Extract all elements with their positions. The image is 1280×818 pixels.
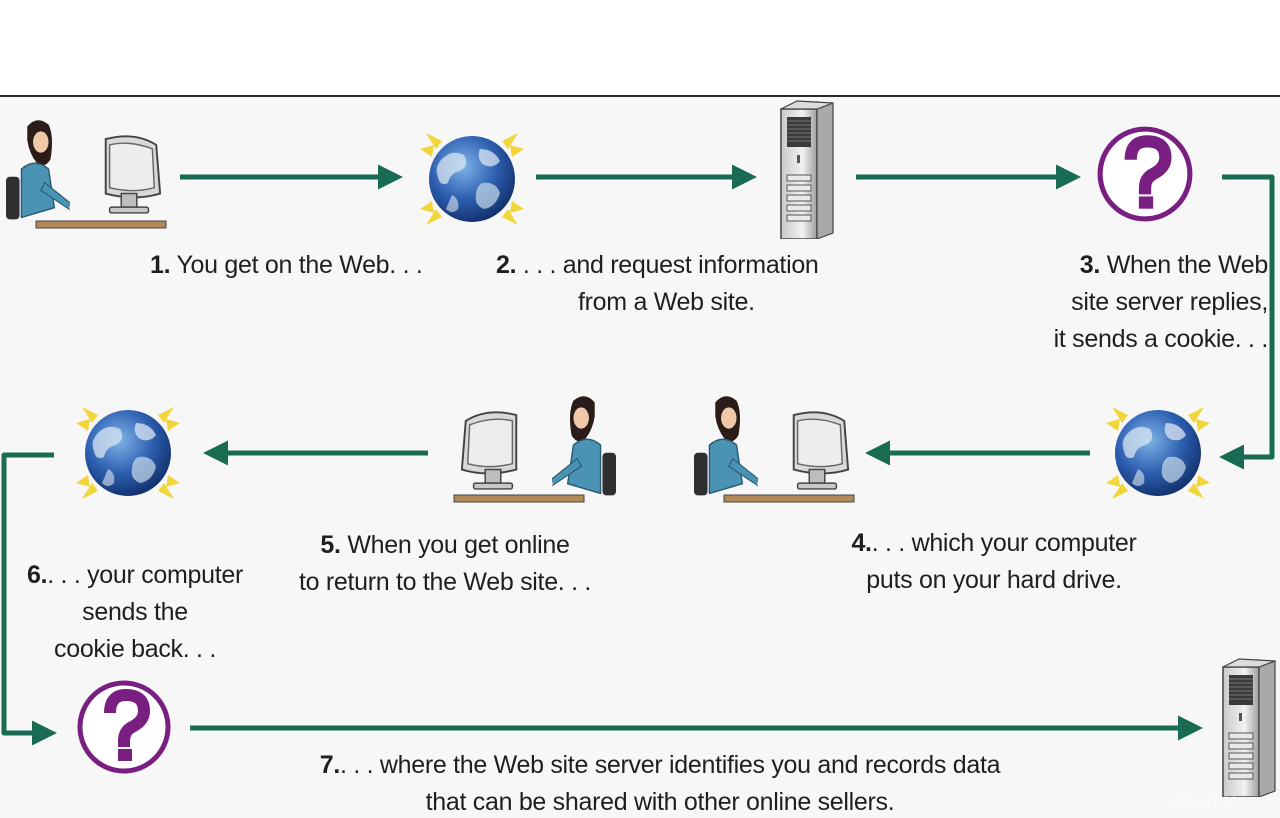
step-4-text-line-1: . . . which your computer: [871, 529, 1137, 557]
step-2-number: 2.: [496, 251, 517, 279]
step-6-text-line-2: sends the: [82, 598, 188, 626]
step-6-number: 6.: [26, 561, 48, 589]
step-7-number: 7.: [319, 751, 341, 779]
step-7-text-line-1: . . . where the Web site server identifi…: [340, 751, 1001, 779]
step-6-caption: 6.. . . your computer sends the cookie b…: [14, 557, 256, 668]
step-1-caption: 1. You get on the Web. . .: [150, 247, 423, 284]
step-1-number: 1.: [150, 251, 171, 279]
server-tower-icon: [780, 100, 834, 239]
step-1-text: You get on the Web. . .: [176, 251, 423, 279]
step-7-caption: 7.. . . where the Web site server identi…: [300, 747, 1020, 818]
person-at-computer-icon: [453, 395, 617, 503]
udemy-watermark: udemy: [1167, 788, 1236, 812]
step-2-caption: 2. . . . and request information from a …: [496, 247, 819, 321]
question-mark-icon: [80, 683, 168, 771]
arrow-3-to-4: [1219, 174, 1275, 470]
step-5-caption: 5. When you get online to return to the …: [286, 527, 604, 601]
step-3-text-line-1: When the Web: [1106, 251, 1269, 279]
question-mark-icon: [1100, 129, 1190, 219]
step-5-text-line-2: to return to the Web site. . .: [298, 568, 592, 596]
step-6-text-line-1: . . . your computer: [47, 561, 243, 589]
globe-icon: [1106, 407, 1210, 499]
person-at-computer-icon: [693, 395, 855, 503]
step-3-text-line-2: site server replies,: [1071, 288, 1268, 316]
globe-icon: [420, 133, 524, 225]
step-4-caption: 4.. . . which your computer puts on your…: [836, 525, 1152, 599]
diagram-canvas: [1, 100, 1276, 797]
step-3-text-line-3: it sends a cookie. . .: [1053, 325, 1269, 353]
step-6-text-line-3: cookie back. . .: [54, 635, 216, 663]
step-3-number: 3.: [1079, 251, 1101, 279]
server-tower-icon: [1222, 658, 1276, 797]
arrow-6-to-7: [1, 452, 57, 746]
step-5-text-line-1: When you get online: [347, 531, 570, 559]
step-4-text-line-2: puts on your hard drive.: [866, 566, 1122, 594]
step-2-text-line-1: . . . and request information: [522, 251, 819, 279]
step-7-text-line-2: that can be shared with other online sel…: [425, 788, 895, 816]
step-3-caption: 3. When the Web site server replies, it …: [1053, 247, 1269, 358]
globe-icon: [76, 407, 180, 499]
step-5-number: 5.: [320, 531, 341, 559]
person-at-computer-icon: [5, 119, 167, 229]
step-4-number: 4.: [851, 529, 872, 557]
cookie-diagram: 1. You get on the Web. . . 2. . . . and …: [0, 95, 1280, 818]
step-2-text-line-2: from a Web site.: [578, 288, 755, 316]
